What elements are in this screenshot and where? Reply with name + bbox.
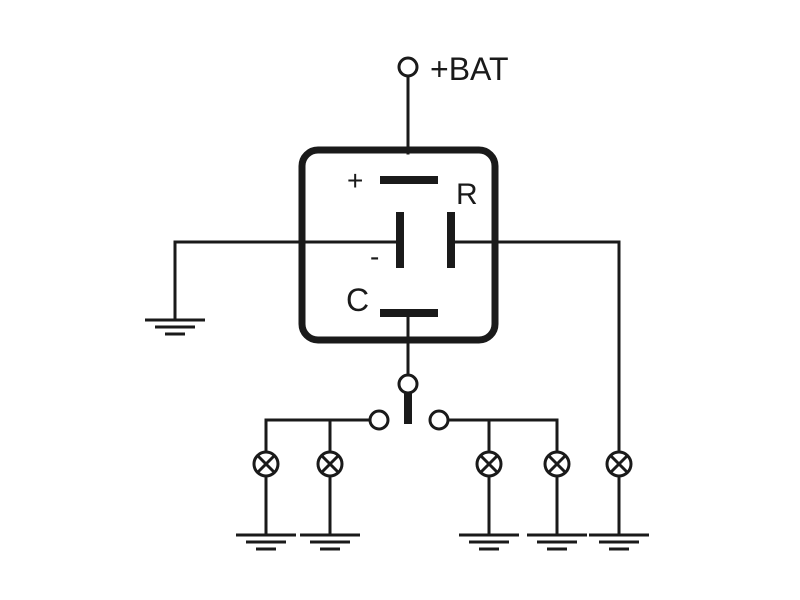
terminal-node-icon [397, 373, 419, 395]
relay-ground-circuit [143, 240, 402, 336]
lamp-icon [605, 450, 633, 478]
ground-icon [298, 533, 362, 551]
c-label: C [346, 282, 369, 318]
minus-label: - [370, 241, 379, 272]
r-label: R [456, 178, 478, 211]
indicator-lamp-circuit [449, 240, 651, 551]
lamp-icon [543, 450, 571, 478]
battery-terminal: +BAT [397, 51, 509, 155]
ground-icon [587, 533, 651, 551]
ground-icon [457, 533, 521, 551]
ground-icon [143, 318, 207, 336]
terminal-node-icon [368, 409, 390, 431]
lamp-icon [475, 450, 503, 478]
lamp-icon [252, 450, 280, 478]
flasher-relay-box: + R - C [298, 146, 499, 344]
plus-label: + [347, 165, 363, 196]
left-lamp-branch [234, 418, 372, 551]
ground-icon [525, 533, 589, 551]
lamp-icon [316, 450, 344, 478]
battery-label: +BAT [430, 51, 509, 87]
ground-icon [234, 533, 298, 551]
terminal-node-icon [428, 409, 450, 431]
right-lamp-branch [446, 418, 589, 551]
turn-signal-switch [368, 314, 450, 431]
terminal-node-icon [397, 56, 419, 78]
